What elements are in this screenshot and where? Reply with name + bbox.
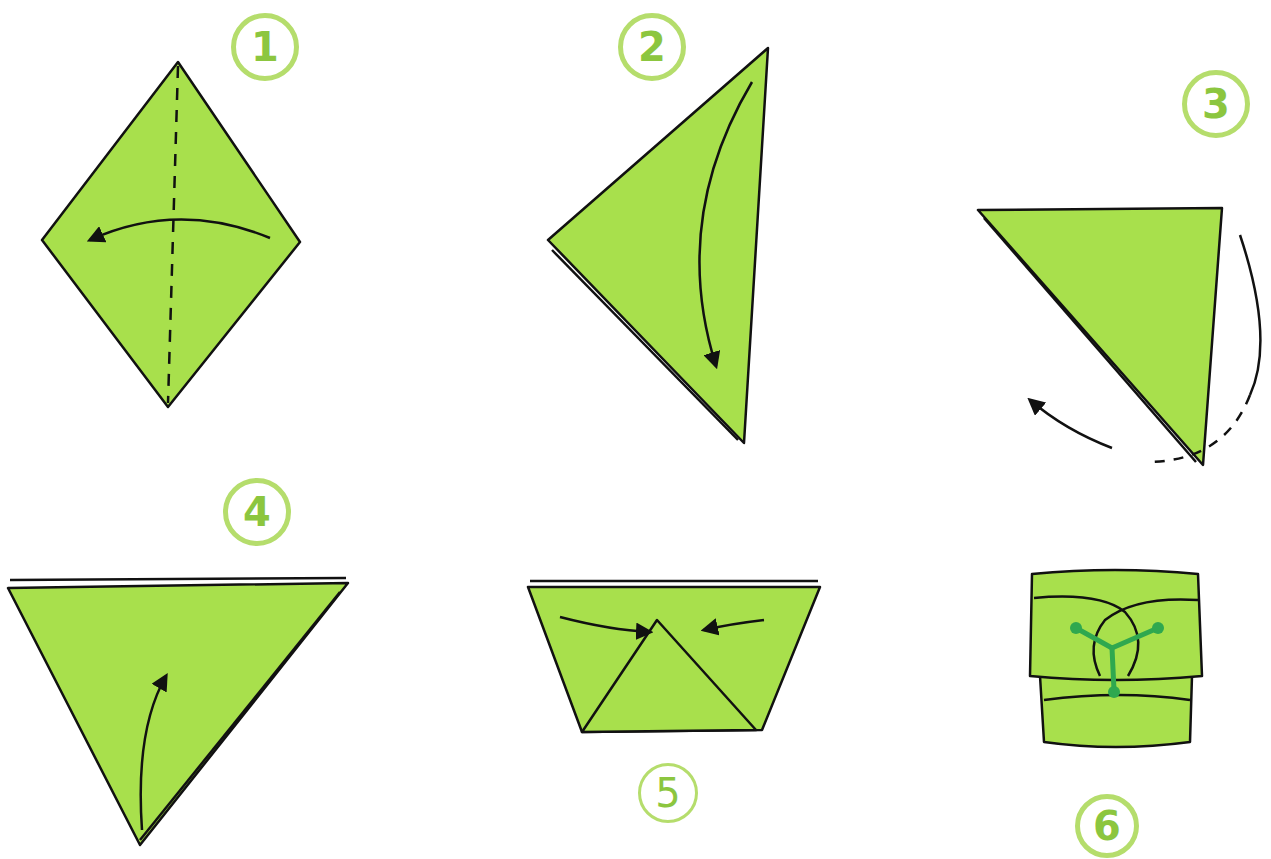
diaper-lower xyxy=(1040,676,1192,747)
cloth-triangle xyxy=(8,583,348,845)
fastener-pins xyxy=(1070,622,1164,698)
step-number-text: 1 xyxy=(251,27,279,67)
fold-edge xyxy=(984,218,1196,462)
step-number-text: 3 xyxy=(1202,84,1230,124)
fold-line xyxy=(168,66,178,403)
turn-arrow xyxy=(1030,400,1112,448)
fold-arrow xyxy=(141,676,166,830)
cloth-triangle xyxy=(548,48,768,443)
diaper-flap xyxy=(1094,599,1198,676)
step-number: 4 xyxy=(223,478,291,546)
step-number: 6 xyxy=(1075,794,1139,858)
step-number: 5 xyxy=(638,763,698,823)
step-number-text: 4 xyxy=(243,492,271,532)
fold-arrow xyxy=(560,617,650,632)
step-number: 1 xyxy=(231,13,299,81)
cloth-trapezoid xyxy=(528,587,820,732)
fold-arrow xyxy=(90,219,270,240)
folded-point xyxy=(582,620,756,732)
diaper-band xyxy=(1030,570,1202,680)
cloth-triangle xyxy=(978,208,1222,465)
turn-arrow xyxy=(1240,235,1260,395)
fold-arrow xyxy=(704,620,764,630)
fold-arrow xyxy=(699,82,752,366)
step-number: 3 xyxy=(1182,70,1250,138)
cloth-diamond xyxy=(42,62,300,407)
step-number: 2 xyxy=(618,13,686,81)
fold-edge xyxy=(140,592,340,840)
fold-edge xyxy=(530,580,818,583)
step-number-text: 6 xyxy=(1093,806,1121,846)
step-number-text: 5 xyxy=(655,773,680,813)
turn-arrow xyxy=(1150,395,1250,462)
fold-edge xyxy=(10,578,346,580)
step-number-text: 2 xyxy=(638,27,666,67)
